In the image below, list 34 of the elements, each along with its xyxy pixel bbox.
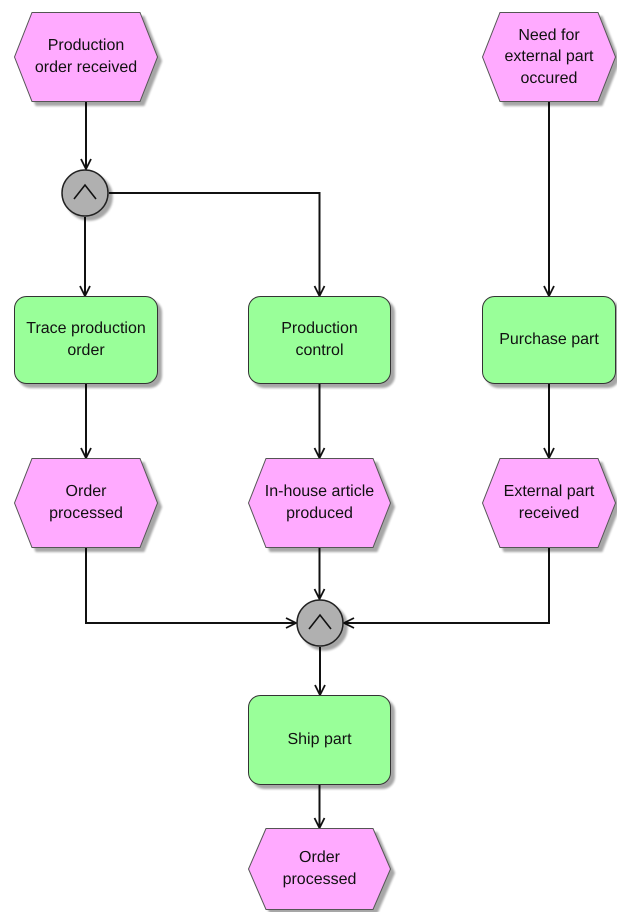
event-hexagon	[482, 12, 616, 102]
arrow	[543, 384, 555, 459]
arrow	[314, 785, 326, 829]
arrow	[343, 548, 550, 629]
event-hexagon	[248, 828, 391, 910]
function-box	[14, 296, 158, 384]
arrow	[314, 384, 326, 459]
function-box	[248, 695, 391, 785]
event-hexagon	[14, 458, 158, 548]
node-label: Production order received	[34, 36, 138, 78]
node-label: Ship part	[287, 730, 352, 750]
arrow	[314, 647, 326, 696]
node-label: External part received	[502, 482, 596, 524]
node-label: Order processed	[282, 848, 358, 890]
node-label: Need for external part occured	[504, 26, 594, 89]
arrow	[543, 102, 555, 297]
node-label: Purchase part	[499, 330, 599, 350]
event-hexagon	[14, 12, 158, 102]
and-connector	[61, 169, 109, 217]
node-label: In-house article produced	[264, 482, 376, 524]
arrow	[80, 102, 92, 170]
arrow	[80, 384, 92, 459]
event-hexagon	[248, 458, 391, 548]
arrow	[314, 548, 326, 600]
and-connector	[296, 599, 344, 647]
node-label: Trace production order	[25, 319, 147, 361]
node-label: Production control	[280, 319, 359, 361]
arrow	[109, 192, 326, 297]
arrow	[79, 217, 91, 297]
node-label: Order processed	[48, 482, 124, 524]
arrow	[85, 548, 297, 629]
event-hexagon	[482, 458, 616, 548]
function-box	[248, 296, 391, 384]
function-box	[482, 296, 616, 384]
